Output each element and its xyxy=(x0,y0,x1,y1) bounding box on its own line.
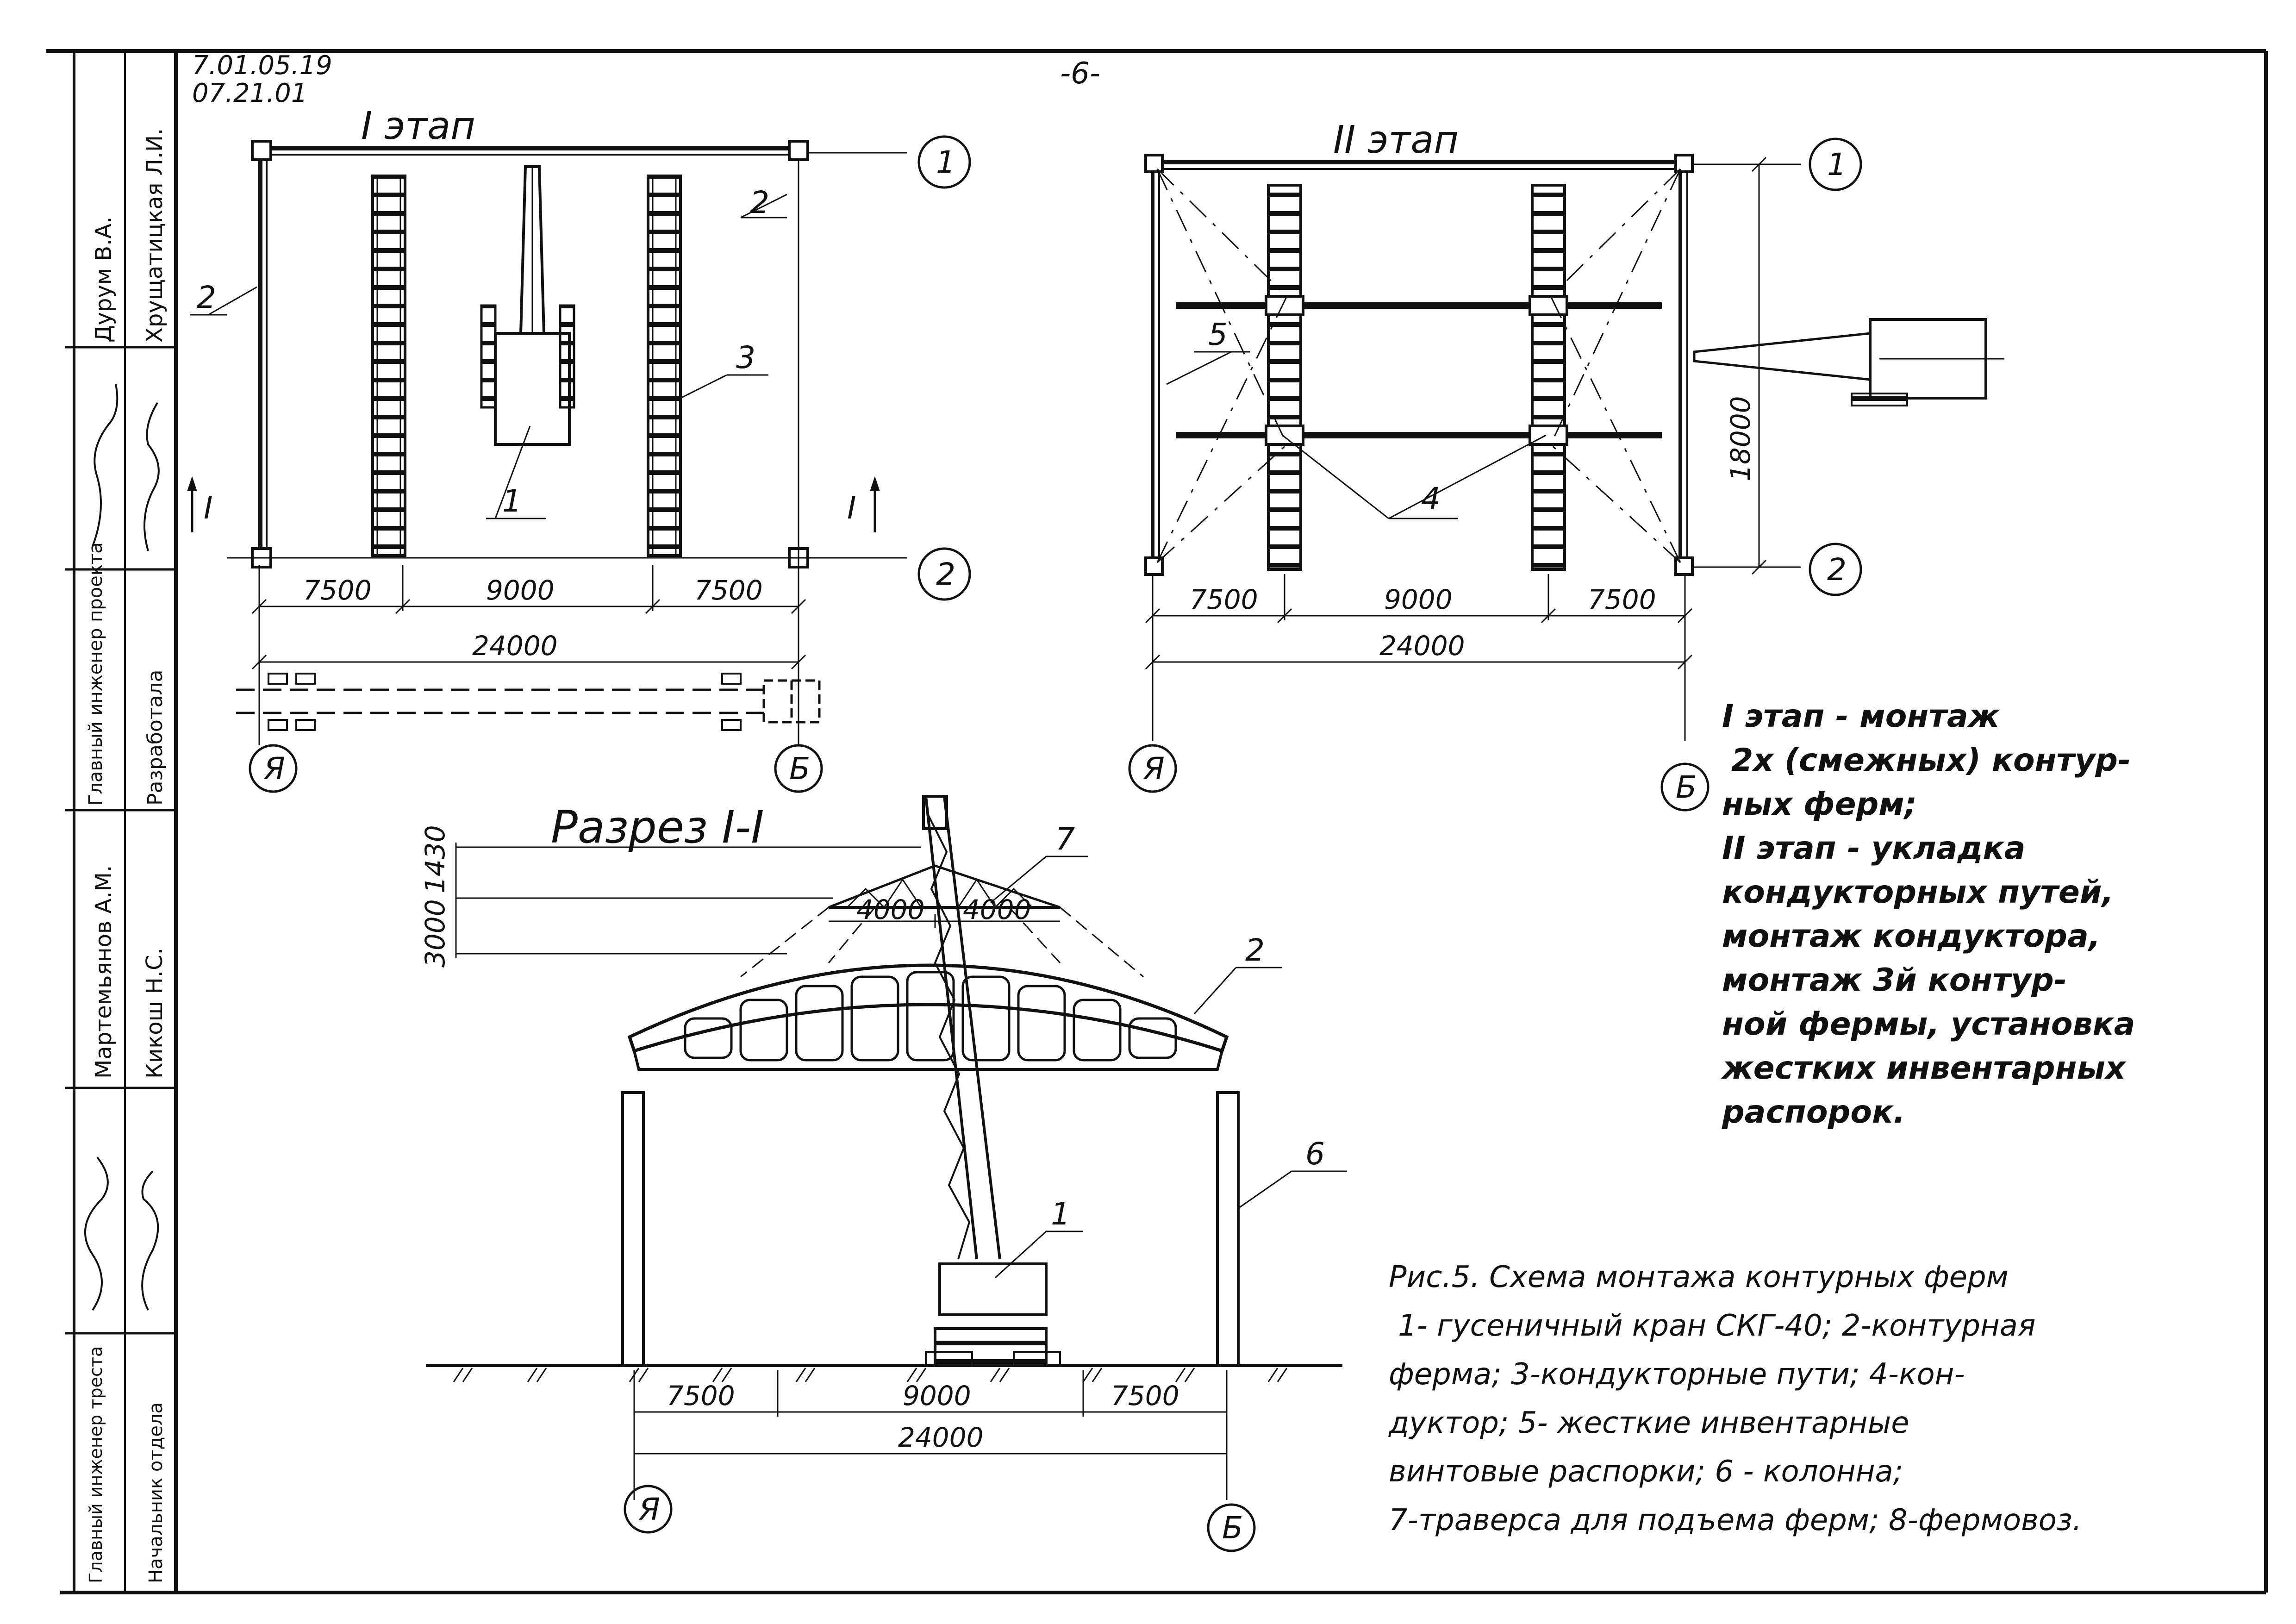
stage2-axis-b: Б xyxy=(1676,769,1697,805)
stage2-plan xyxy=(1128,137,2004,812)
role-developed: Разработала xyxy=(144,669,167,806)
stage1-dim-b: 9000 xyxy=(486,575,555,606)
note-line: 2х (смежных) контур- xyxy=(1731,742,2131,779)
caption-title: Рис.5. Схема монтажа контурных ферм xyxy=(1389,1260,2009,1294)
section-dim-b: 9000 xyxy=(903,1380,971,1412)
stage2-axis-a: Я xyxy=(1143,751,1165,787)
note-line: ных ферм; xyxy=(1722,786,1917,823)
stage2-axis-2: 2 xyxy=(1827,552,1847,587)
name-khrushchatitskaya: Хрущатицкая Л.И. xyxy=(142,128,168,343)
caption-line: ферма; 3-кондукторные пути; 4-кон- xyxy=(1389,1357,1965,1392)
signature-4 xyxy=(141,1170,159,1311)
stage1-section-mark-right: I xyxy=(847,490,856,526)
stage2-leader-5: 5 xyxy=(1208,317,1228,352)
section-drawing xyxy=(426,795,1347,1552)
caption-line: 1- гусеничный кран СКГ-40; 2-контурная xyxy=(1398,1309,2036,1343)
signature-2 xyxy=(144,402,160,551)
stage2-axis-1: 1 xyxy=(1827,147,1847,182)
caption-line: 7-траверса для подъема ферм; 8-фермовоз. xyxy=(1389,1503,2082,1537)
note-line: I этап - монтаж xyxy=(1722,698,2000,735)
stage1-axis-a: Я xyxy=(263,751,285,787)
name-martemyanov: Мартемьянов А.М. xyxy=(91,865,117,1079)
section-leader-7: 7 xyxy=(1055,821,1075,857)
stage1-dim-total: 24000 xyxy=(472,630,558,662)
section-leader-2: 2 xyxy=(1245,932,1265,968)
role-chief-engineer: Главный инженер проекта xyxy=(85,542,106,806)
title-block: Дурум В.А. Хрущатицкая Л.И. Мартемьянов … xyxy=(84,128,168,1583)
section-dim-h1: 1430 xyxy=(419,825,451,893)
signature-1 xyxy=(92,384,119,547)
caption-line: винтовые распорки; 6 - колонна; xyxy=(1389,1455,1903,1489)
stage1-axis-2: 2 xyxy=(936,556,955,592)
stage2-dim-a: 7500 xyxy=(1190,584,1258,615)
role-head-of-dept: Начальник отдела xyxy=(145,1402,167,1583)
section-dim-total: 24000 xyxy=(898,1422,984,1453)
section-dim-c: 7500 xyxy=(1111,1380,1179,1412)
section-dim-a: 7500 xyxy=(667,1380,735,1412)
note-line: II этап - укладка xyxy=(1722,830,2026,867)
section-title: Разрез I-I xyxy=(551,801,764,853)
section-dim-h2: 3000 xyxy=(419,899,451,968)
name-kikosh: Кикош Н.С. xyxy=(142,948,168,1079)
stage1-axis-b: Б xyxy=(789,751,810,787)
stage1-leader-1: 1 xyxy=(502,483,522,519)
stage-notes: I этап - монтаж 2х (смежных) контур- ных… xyxy=(1721,698,2135,1131)
note-line: кондукторных путей, xyxy=(1722,874,2114,911)
stage1-plan xyxy=(187,135,971,793)
role-chief-engineer-trust: Главный инженер треста xyxy=(86,1346,106,1583)
section-axis-a: Я xyxy=(638,1492,660,1527)
section-leader-1: 1 xyxy=(1051,1196,1070,1232)
stage1-section-mark-left: I xyxy=(204,490,212,526)
stage2-title: II этап xyxy=(1333,118,1459,162)
stage1-leader-3: 3 xyxy=(736,340,755,375)
stage2-dim-total: 24000 xyxy=(1379,630,1465,662)
stage1-title: I этап xyxy=(361,104,475,148)
name-durum: Дурум В.А. xyxy=(91,216,117,343)
stage2-leader-4: 4 xyxy=(1421,481,1441,517)
signature-3 xyxy=(84,1156,109,1311)
note-line: жестких инвентарных xyxy=(1721,1050,2127,1087)
stage1-dim-c: 7500 xyxy=(694,575,763,606)
section-dim-w1: 4000 xyxy=(856,894,925,925)
section-leader-6: 6 xyxy=(1305,1136,1325,1172)
doc-code-1: 7.01.05.19 xyxy=(192,50,332,81)
sheet-frame xyxy=(46,49,2268,1594)
note-line: ной фермы, установка xyxy=(1722,1006,2135,1043)
section-dim-w2: 4000 xyxy=(963,894,1031,925)
section-axis-b: Б xyxy=(1222,1510,1243,1546)
stage1-dim-a: 7500 xyxy=(303,575,372,606)
note-line: монтаж кондуктора, xyxy=(1722,918,2101,955)
stage1-leader-2-left: 2 xyxy=(197,280,216,315)
note-line: монтаж 3й контур- xyxy=(1722,962,2067,999)
stage2-dim-c: 7500 xyxy=(1588,584,1656,615)
stage2-dim-b: 9000 xyxy=(1384,584,1453,615)
caption-line: дуктор; 5- жесткие инвентарные xyxy=(1388,1406,1909,1440)
doc-code-2: 07.21.01 xyxy=(192,78,307,108)
figure-caption: Рис.5. Схема монтажа контурных ферм 1- г… xyxy=(1388,1260,2082,1537)
stage1-leader-2-right: 2 xyxy=(750,185,769,220)
stage2-dim-span: 18000 xyxy=(1725,396,1756,481)
note-line: распорок. xyxy=(1722,1094,1905,1131)
page-number: -6- xyxy=(1060,56,1100,91)
stage1-axis-1: 1 xyxy=(936,144,955,180)
